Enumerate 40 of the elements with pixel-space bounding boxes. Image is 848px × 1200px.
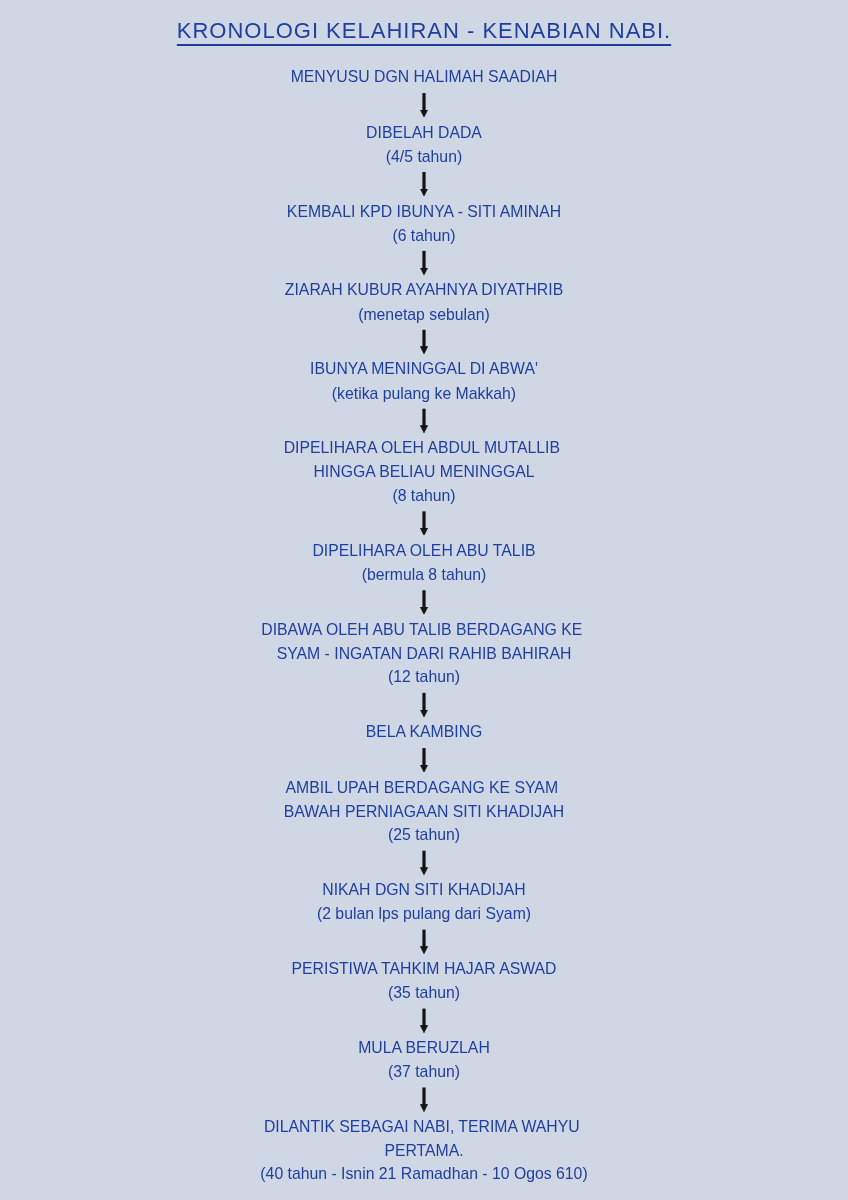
node-label: (menetap sebulan) (358, 305, 490, 323)
arrow (419, 329, 429, 355)
node-text: PERISTIWA TAHKIM HAJAR ASWAD (291, 960, 557, 978)
arrow (419, 929, 429, 955)
node-text: MENYUSU DGN HALIMAH SAADIAH (290, 68, 558, 87)
node-label: (2 bulan lps pulang dari Syam) (316, 905, 532, 923)
arrow (419, 850, 429, 876)
node-label: (6 tahun) (392, 226, 456, 244)
node-text: DIPELIHARA OLEH ABDUL MUTALLIB HINGGA BELIAU MENINGGAL (283, 439, 560, 481)
node-label: (ketika pulang ke Makkah) (331, 384, 517, 402)
node-label: (35 tahun) (388, 983, 460, 1002)
arrow (419, 511, 429, 536)
arrow (419, 1087, 429, 1112)
title: KRONOLOGI KELAHIRAN - KENABIAN NABI. (176, 18, 672, 44)
node-label: (bermula 8 tahun) (361, 565, 487, 584)
node-text: DIPELIHARA OLEH ABU TALIB (312, 541, 536, 560)
arrow (419, 748, 429, 773)
arrow (419, 408, 429, 434)
node-text: MULA BERUZLAH (358, 1039, 490, 1057)
node-label: (37 tahun) (388, 1062, 460, 1081)
arrow (419, 250, 429, 276)
arrow (419, 93, 429, 118)
arrow (419, 590, 429, 615)
arrow (419, 692, 429, 718)
arrow (419, 1008, 429, 1034)
node-text: NIKAH DGN SITI KHADIJAH (322, 881, 526, 899)
node-label: (40 tahun - Isnin 21 Ramadhan - 10 Ogos 610) (260, 1165, 588, 1184)
arrow (419, 171, 429, 197)
node-label: (4/5 tahun) (385, 147, 463, 165)
node-label: (12 tahun) (388, 668, 460, 686)
node-text: AMBIL UPAH BERDAGANG KE SYAM BAWAH PERNIAGAAN SITI KHADIJAH (283, 778, 565, 821)
node-text: DIBELAH DADA (366, 123, 482, 142)
node-label: (8 tahun) (392, 486, 456, 505)
node-label: (25 tahun) (388, 826, 460, 844)
node-text: BELA KAMBING (365, 723, 483, 742)
node-text: KEMBALI KPD IBUNYA - SITI AMINAH (286, 202, 562, 221)
node-text: ZIARAH KUBUR AYAHNYA DIYATHRIB (284, 281, 564, 300)
node-text: DILANTIK SEBAGAI NABI, TERIMA WAHYU PERTAMA. (263, 1118, 580, 1160)
node-text: DIBAWA OLEH ABU TALIB BERDAGANG KE SYAM - INGATAN DARI RAHIB BAHIRAH (261, 620, 583, 663)
node-text: IBUNYA MENINGGAL DI ABWA' (310, 360, 538, 379)
